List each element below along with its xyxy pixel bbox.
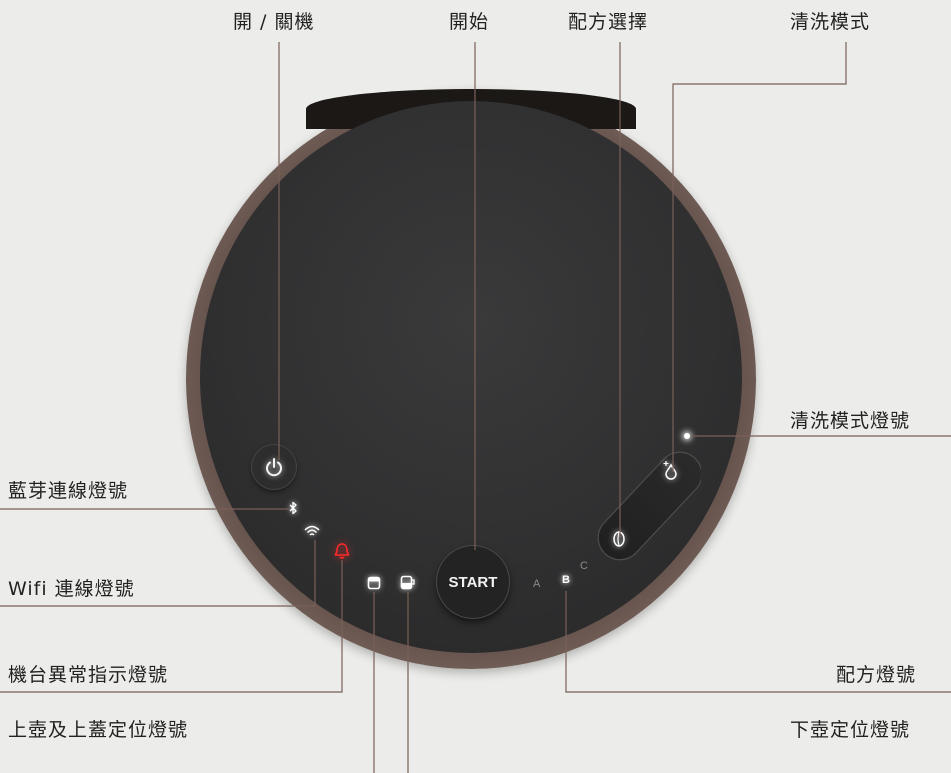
label-recipe-select: 配方選擇	[568, 11, 649, 33]
alarm-icon	[334, 543, 350, 559]
label-clean-mode-light: 清洗模式燈號	[790, 410, 911, 432]
coffee-bean-icon[interactable]	[612, 530, 626, 548]
bluetooth-icon	[289, 501, 297, 515]
recipe-clean-slider[interactable]	[593, 446, 701, 562]
label-recipe-light: 配方燈號	[836, 664, 917, 686]
droplet-icon[interactable]	[662, 460, 680, 480]
wifi-icon	[304, 525, 320, 536]
recipe-b-indicator: B	[556, 570, 576, 590]
label-top-pot-light: 上壺及上蓋定位燈號	[8, 719, 189, 741]
label-wifi-light: Wifi 連線燈號	[8, 578, 135, 600]
label-bottom-pot-light: 下壺定位燈號	[790, 719, 911, 741]
clean-mode-indicator-light	[684, 433, 690, 439]
recipe-c-label: C	[580, 560, 588, 572]
recipe-b-label: B	[562, 574, 570, 586]
power-icon	[266, 458, 282, 477]
recipe-a-label: A	[533, 578, 541, 590]
top-pot-icon	[367, 576, 381, 590]
start-button-label: START	[448, 573, 498, 591]
start-button[interactable]: START	[437, 546, 509, 618]
label-clean-mode: 清洗模式	[790, 11, 871, 33]
power-button[interactable]	[252, 445, 296, 489]
label-start: 開始	[449, 11, 490, 33]
label-error-light: 機台異常指示燈號	[8, 664, 169, 686]
bottom-pot-icon	[400, 575, 415, 590]
label-bluetooth-light: 藍芽連線燈號	[8, 480, 129, 502]
label-power: 開 / 關機	[233, 11, 315, 33]
